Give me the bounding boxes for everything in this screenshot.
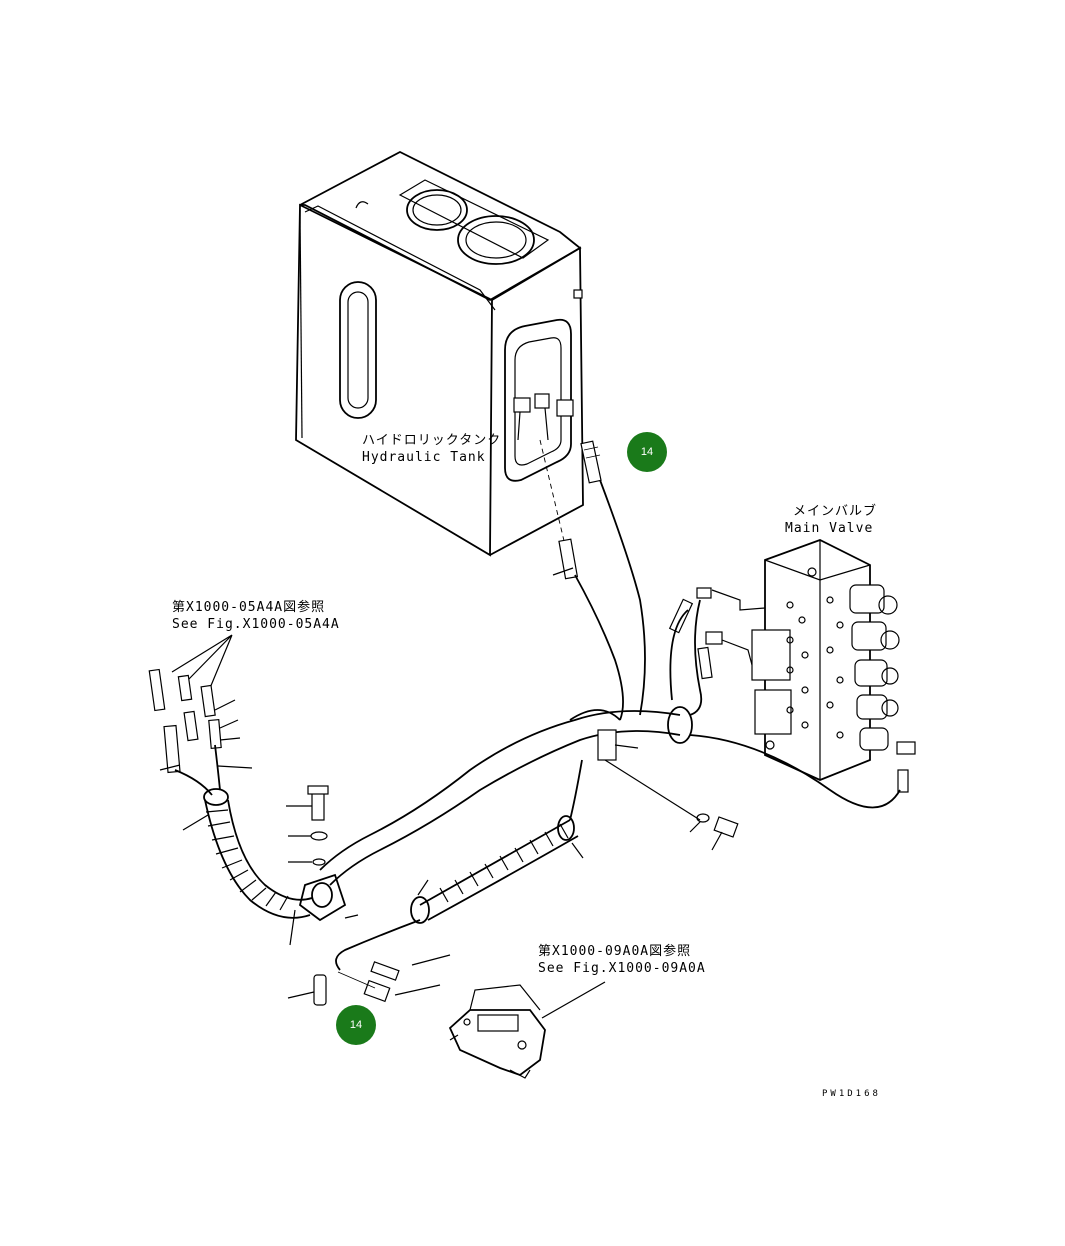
pedal-assembly: 第X1000-09A0A図参照 See Fig.X1000-09A0A [337,943,706,1079]
left-assembly: 第X1000-05A4A図参照 See Fig.X1000-05A4A [148,599,359,1006]
callout-14-top-label: 14 [641,446,653,458]
ref2-label-jp: 第X1000-09A0A図参照 [538,943,691,959]
valve-label-jp: メインバルブ [793,503,877,519]
tank-label-jp: ハイドロリックタンク [362,433,501,448]
callout-14-bottom: 14 [336,1005,376,1045]
main-valve: メインバルブ Main Valve [696,503,916,793]
valve-label-en: Main Valve [785,521,873,536]
ref1-label-jp: 第X1000-05A4A図参照 [172,599,325,615]
callout-14-top: 14 [627,432,667,472]
figure-code: PW1D168 [822,1089,881,1099]
tank-label-en: Hydraulic Tank [362,450,486,465]
hydraulic-tank: ハイドロリックタンク Hydraulic Tank [295,150,584,557]
ref2-label-en: See Fig.X1000-09A0A [538,961,706,976]
ref1-label-en: See Fig.X1000-05A4A [172,617,340,632]
callout-14-bottom-label: 14 [350,1019,362,1031]
tank-hoses [539,439,646,721]
hose-routing [319,598,901,971]
